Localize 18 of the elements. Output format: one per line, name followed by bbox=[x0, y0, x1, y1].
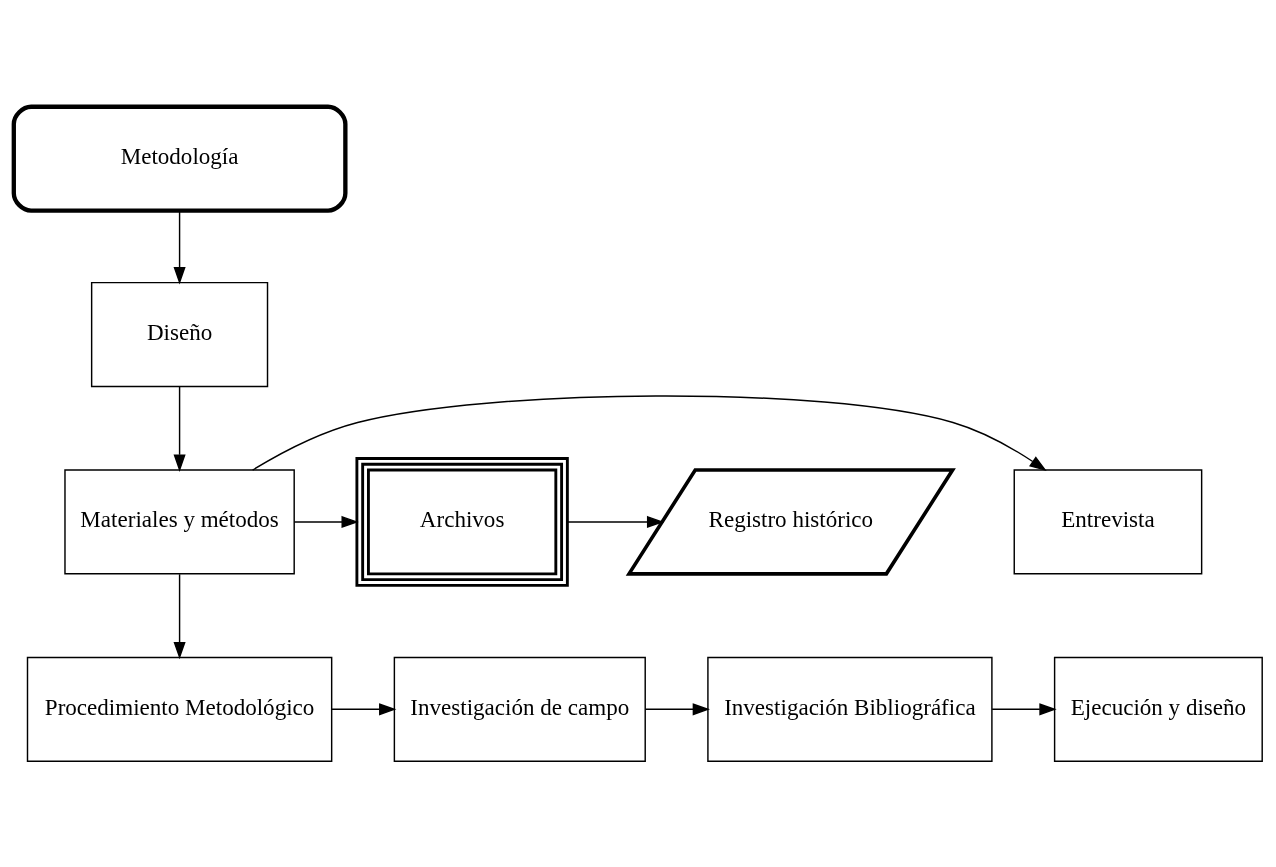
arrow bbox=[991, 702, 1057, 715]
node-box: Investigación Bibliográfica bbox=[707, 656, 993, 762]
arrow bbox=[173, 385, 186, 472]
node-box: Archivos bbox=[355, 456, 569, 587]
node-box: Ejecución y diseño bbox=[1053, 656, 1263, 762]
arrow bbox=[173, 573, 186, 659]
arrow bbox=[644, 702, 710, 715]
node-box: Metodología bbox=[11, 104, 348, 213]
node-box: Investigación de campo bbox=[393, 656, 646, 762]
arrow bbox=[293, 515, 359, 528]
node-box: Diseño bbox=[90, 281, 269, 387]
arrow bbox=[173, 209, 186, 284]
arrow bbox=[566, 515, 665, 528]
node-box: Procedimiento Metodológico bbox=[26, 656, 333, 762]
arrow bbox=[251, 394, 1047, 471]
node-box: Entrevista bbox=[1013, 468, 1203, 575]
arrow bbox=[331, 702, 397, 715]
node-box: Materiales y métodos bbox=[64, 468, 295, 575]
